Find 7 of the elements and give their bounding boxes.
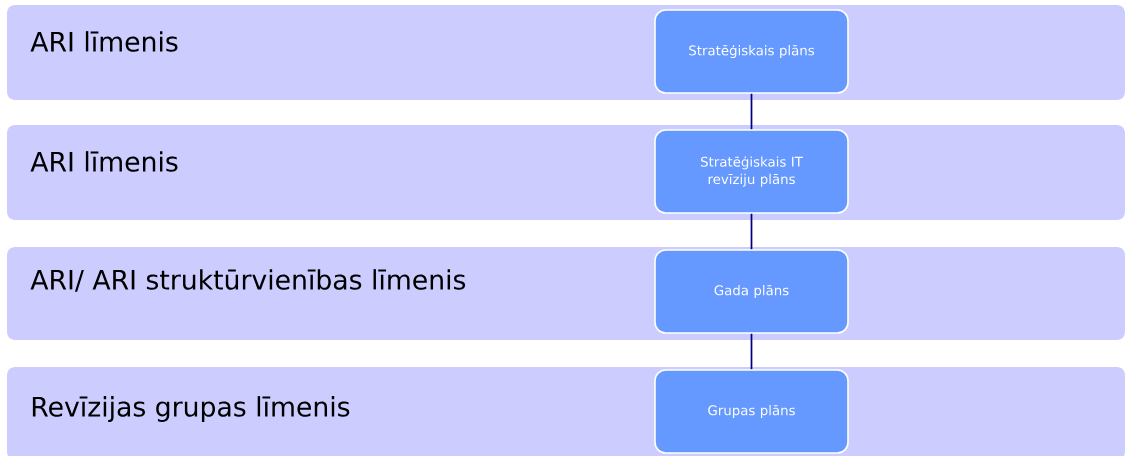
plan-box: Stratēģiskais IT revīziju plāns: [654, 129, 849, 214]
connector-line: [750, 92, 753, 131]
plan-box: Stratēģiskais plāns: [654, 9, 849, 94]
connector-line: [750, 212, 753, 251]
plan-box: Gada plāns: [654, 249, 849, 334]
plan-box: Grupas plāns: [654, 369, 849, 454]
connector-line: [750, 332, 753, 371]
